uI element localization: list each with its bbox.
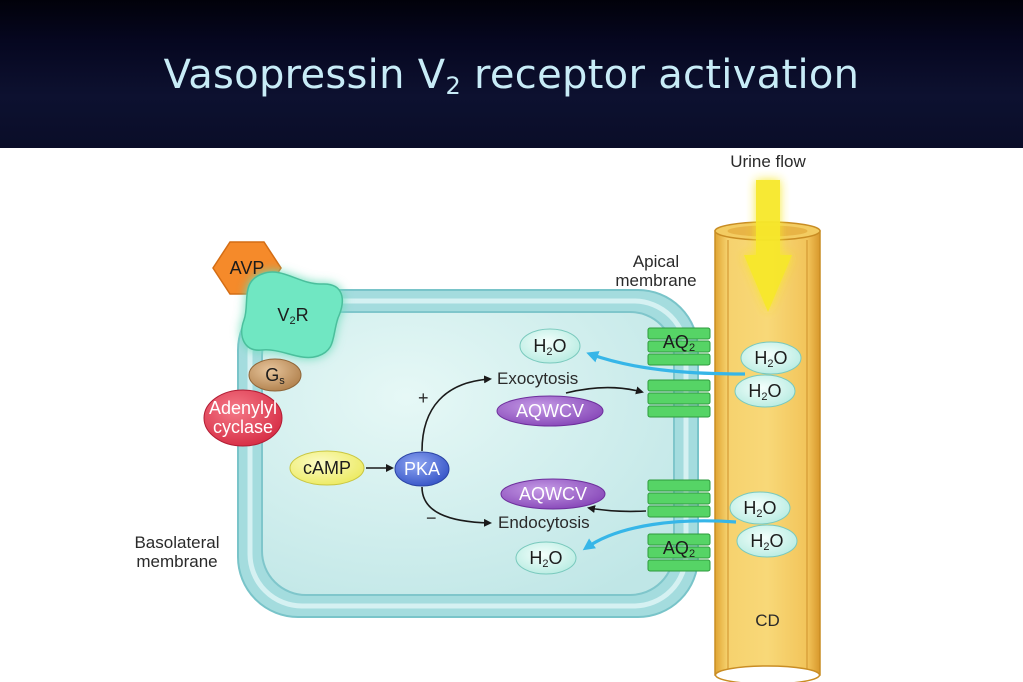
cell: [237, 289, 699, 618]
water-influx-arrow-bottom: [582, 519, 737, 551]
aquaporin-channels: [647, 327, 711, 572]
water-duct-4: [736, 524, 798, 558]
pka-molecule: [394, 451, 450, 487]
camp-label: cAMP: [302, 458, 351, 478]
aqwcv-vesicle-bottom: [500, 478, 606, 510]
cd-label: CD: [755, 611, 780, 630]
aquaporin-channel-1: [647, 327, 711, 366]
title-bar: [0, 0, 1023, 148]
aquaporin-channel-3: [647, 479, 711, 518]
gs-protein: [248, 358, 302, 392]
water-flow-arrows: [582, 351, 746, 551]
aquaporin-channel-2: [647, 379, 711, 418]
water-duct-1: [740, 341, 802, 375]
slide-title: Vasopressin V2 receptor activation: [163, 52, 860, 100]
urine-flow-arrow: [744, 180, 792, 312]
membrane-to-endocytosis-arrow: [587, 505, 647, 513]
endocytosis-label: Endocytosis: [498, 513, 590, 532]
signaling-arrows: [366, 375, 647, 527]
minus-sign: −: [426, 508, 437, 528]
gs-label: Gs: [265, 365, 285, 387]
water-influx-arrow-top: [586, 351, 746, 376]
aqwcv-top-label: AQWCV: [515, 401, 584, 421]
water-cell-bottom: [515, 541, 577, 575]
water-cell-top-label: H2O: [533, 336, 567, 358]
water-duct-2-label: H2O: [748, 381, 782, 403]
v2r-receptor: [241, 271, 344, 359]
adenylyl-cyclase: [203, 389, 283, 447]
urine-flow-label: Urine flow: [730, 152, 806, 171]
avp-label: AVP: [229, 258, 265, 278]
aq2-top-label: AQ2: [662, 332, 696, 354]
water-duct-4-label: H2O: [750, 531, 784, 553]
plus-sign: +: [418, 388, 429, 408]
v2r-label: V2R: [277, 305, 309, 327]
aqwcv-vesicle-top: [496, 395, 604, 427]
camp-molecule: [289, 450, 365, 486]
water-cell-bottom-label: H2O: [529, 548, 563, 570]
aqwcv-bottom-label: AQWCV: [518, 484, 587, 504]
water-duct-3-label: H2O: [743, 498, 777, 520]
water-cell-top: [519, 328, 581, 364]
water-duct-3: [729, 491, 791, 525]
water-duct-1-label: H2O: [754, 348, 788, 370]
pka-to-exocytosis-arrow: [421, 375, 492, 452]
exocytosis-to-membrane-arrow: [565, 386, 644, 395]
aquaporin-channel-4: [647, 533, 711, 572]
pka-to-endocytosis-arrow: [421, 486, 492, 527]
pka-label: PKA: [403, 459, 441, 479]
water-duct-2: [734, 374, 796, 408]
aq2-bottom-label: AQ2: [662, 538, 696, 560]
exocytosis-label: Exocytosis: [497, 369, 579, 388]
